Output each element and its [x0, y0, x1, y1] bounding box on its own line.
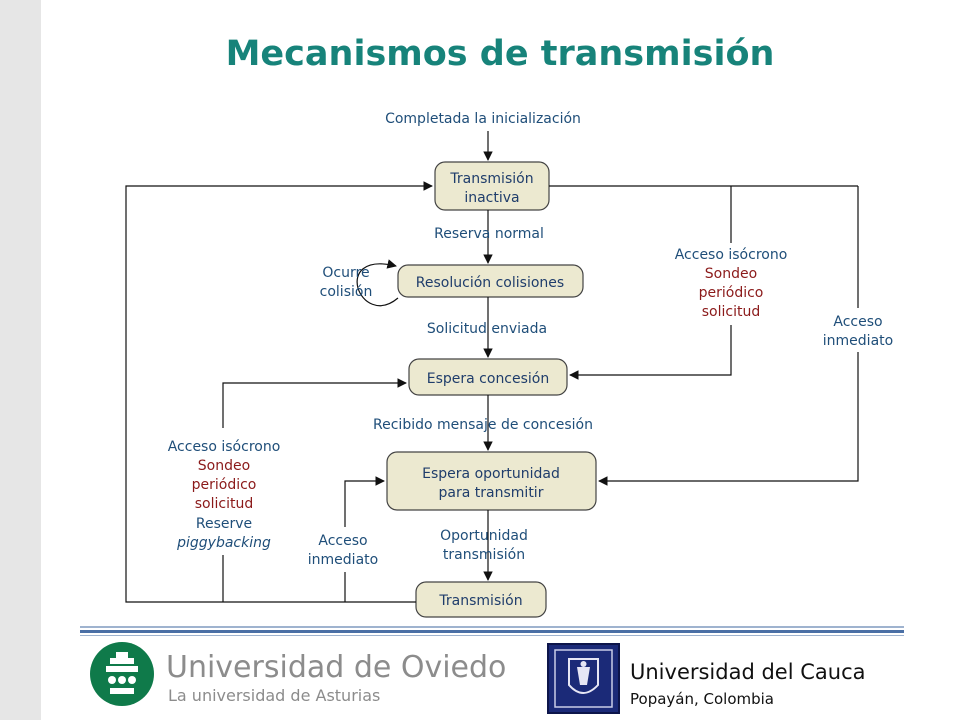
edge-label-request-sent: Solicitud enviada: [427, 321, 547, 337]
cauca-city: Popayán, Colombia: [630, 690, 775, 708]
edge-label-left-iso-l6: piggybacking: [176, 535, 271, 551]
cauca-crest-icon: [554, 649, 613, 708]
edge-left-iso-upper: [222, 378, 407, 428]
edge-left-immediate-upper: [344, 476, 385, 527]
edge-label-right-iso-l4: solicitud: [702, 304, 760, 320]
node-wait-grant: Espera concesión: [408, 358, 568, 396]
edge-label-collision-l2: colisión: [320, 284, 373, 300]
left-sidebar-band: [0, 0, 41, 720]
edge-label-right-immediate-l2: inmediato: [823, 333, 893, 349]
edge-label-left-iso-l3: periódico: [192, 477, 257, 493]
node-wait-opportunity: Espera oportunidad para transmitir: [386, 451, 597, 511]
node-wait-opp-line1: Espera oportunidad: [422, 466, 560, 482]
node-wait-opp-line2: para transmitir: [439, 485, 544, 501]
slide-title: Mecanismos de transmisión: [225, 34, 775, 74]
cauca-name: Universidad del Cauca: [630, 660, 866, 684]
edge-label-opportunity-l1: Oportunidad: [440, 528, 528, 544]
edge-label-left-immediate-l2: inmediato: [308, 552, 378, 568]
edge-label-left-iso-l5: Reserve: [196, 516, 252, 532]
edge-label-right-iso-l2: Sondeo: [705, 266, 757, 282]
cauca-logo: [547, 643, 620, 714]
node-collision-text: Resolución colisiones: [416, 275, 564, 291]
edge-label-left-iso-l4: solicitud: [195, 496, 253, 512]
node-wait-grant-text: Espera concesión: [427, 371, 550, 387]
start-label: Completada la inicialización: [385, 111, 581, 127]
oviedo-subtitle: La universidad de Asturias: [168, 686, 381, 705]
edge-left-return-idle: [125, 181, 433, 603]
edge-label-normal-reserve: Reserva normal: [434, 226, 544, 242]
oviedo-name: Universidad de Oviedo: [166, 650, 507, 685]
edge-label-left-iso-l2: Sondeo: [198, 458, 250, 474]
node-transmission-idle: Transmisión inactiva: [434, 161, 550, 211]
edge-label-collision-l1: Ocurre: [322, 265, 369, 281]
edge-label-left-immediate-l1: Acceso: [318, 533, 367, 549]
edge-label-left-iso-l1: Acceso isócrono: [168, 439, 281, 455]
edge-label-right-immediate-l1: Acceso: [833, 314, 882, 330]
node-idle-line1: Transmisión: [449, 171, 533, 187]
edge-label-opportunity-l2: transmisión: [443, 547, 525, 563]
edge-collision-loop: [356, 259, 399, 307]
edge-label-right-iso-l1: Acceso isócrono: [675, 247, 788, 263]
edge-label-grant-received: Recibido mensaje de concesión: [373, 417, 593, 433]
edge-right-immediate-lower: [598, 352, 859, 486]
node-idle-line2: inactiva: [464, 190, 519, 206]
footer-divider: [80, 626, 904, 636]
node-transmit: Transmisión: [415, 581, 547, 618]
node-collision-resolution: Resolución colisiones: [397, 264, 584, 298]
edge-right-iso-lower: [569, 325, 732, 380]
oviedo-logo: [90, 642, 154, 706]
node-transmit-text: Transmisión: [438, 593, 522, 609]
edge-label-right-iso-l3: periódico: [699, 285, 764, 301]
